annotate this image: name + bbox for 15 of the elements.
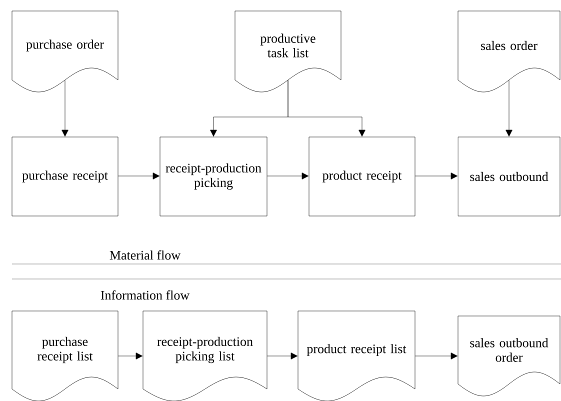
arrow xyxy=(415,172,458,180)
section-label: Information flow xyxy=(100,290,190,300)
process-box: receipt-production picking xyxy=(160,136,268,216)
arrow xyxy=(288,80,366,137)
process-box: product receipt xyxy=(308,136,416,216)
arrow xyxy=(118,172,160,180)
section-label: Material flow xyxy=(110,250,181,260)
process-box: sales outbound xyxy=(458,136,560,216)
arrow xyxy=(267,172,309,180)
arrow xyxy=(267,352,298,360)
arrow xyxy=(415,352,458,360)
arrow xyxy=(118,352,143,360)
arrow xyxy=(62,80,68,137)
arrow xyxy=(506,80,512,137)
process-box: purchase receipt xyxy=(12,136,118,216)
